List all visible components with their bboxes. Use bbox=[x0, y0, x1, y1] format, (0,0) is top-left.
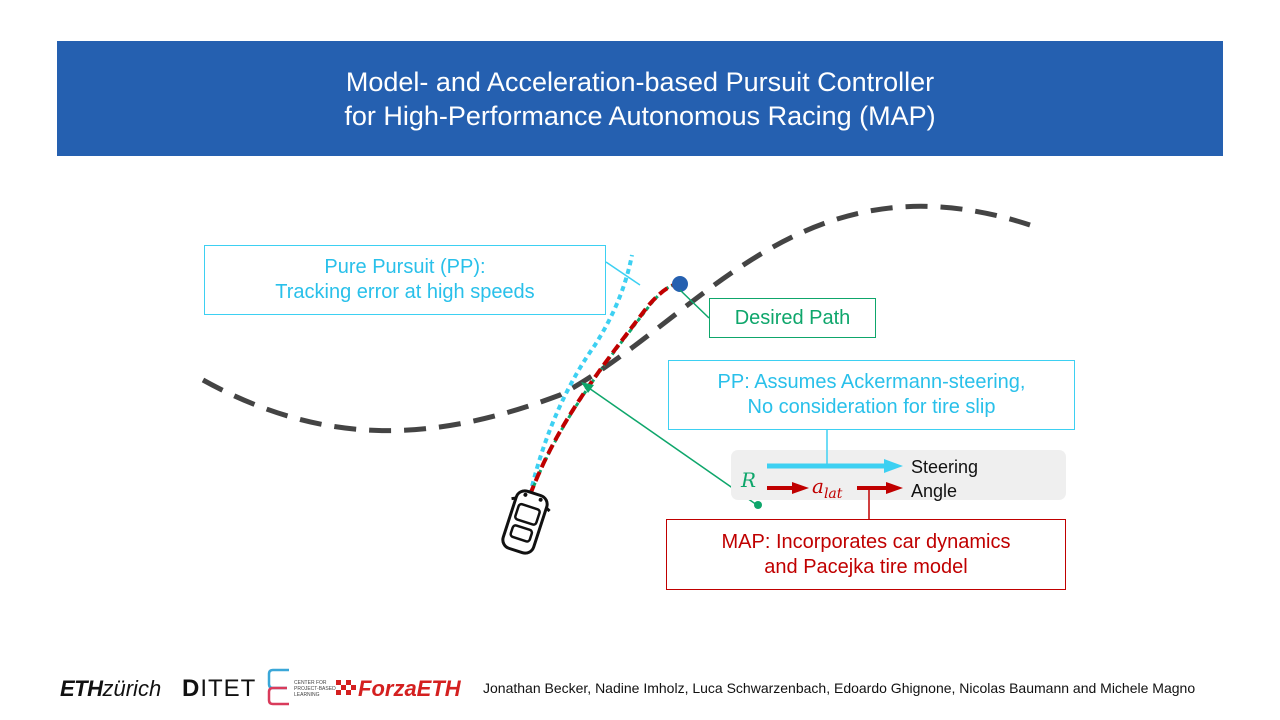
eth-logo-bold: ETH bbox=[60, 676, 103, 701]
ditet-logo-bold: D bbox=[182, 675, 201, 702]
track-boundary bbox=[201, 203, 1031, 434]
pbl-logo-text: CENTER FOR PROJECT-BASED LEARNING bbox=[294, 680, 354, 698]
pp-assumption-line-1: PP: Assumes Ackermann-steering, bbox=[717, 371, 1026, 393]
desired-path-label: Desired Path bbox=[734, 306, 851, 329]
title-line-1: Model- and Acceleration-based Pursuit Co… bbox=[345, 66, 935, 97]
flow-intermediate-subscript: lat bbox=[823, 486, 843, 502]
pp-assumption-callout: PP: Assumes Ackermann-steering, No consi… bbox=[668, 360, 1075, 430]
map-flow-arrow-2-head bbox=[886, 482, 903, 494]
pp-assumption-line-2: No consideration for tire slip bbox=[747, 396, 996, 418]
flow-intermediate-symbol: alat bbox=[812, 474, 842, 506]
radius-arrow-line bbox=[585, 385, 758, 506]
flow-intermediate-base: a bbox=[812, 474, 824, 498]
pp-callout-line-2: Tracking error at high speeds bbox=[275, 281, 535, 303]
ditet-logo: DITET bbox=[182, 675, 256, 703]
map-callout-line-1: MAP: Incorporates car dynamics bbox=[721, 530, 1011, 553]
title-line-2: for High-Performance Autonomous Racing (… bbox=[344, 100, 936, 131]
eth-logo-rest: zürich bbox=[102, 676, 162, 701]
desired-leader-line bbox=[679, 289, 710, 319]
pbl-logo-line-3: LEARNING bbox=[294, 692, 320, 698]
pbl-logo-icon bbox=[267, 668, 289, 706]
flow-input-symbol: R bbox=[741, 468, 757, 492]
eth-logo: ETHzürich bbox=[60, 676, 161, 702]
map-trajectory bbox=[528, 282, 679, 496]
radius-dot bbox=[754, 501, 762, 509]
map-flow-arrow-1-head bbox=[792, 482, 809, 494]
radius-arrow-head bbox=[581, 382, 594, 393]
title-banner: Model- and Acceleration-based Pursuit Co… bbox=[57, 41, 1223, 156]
author-list: Jonathan Becker, Nadine Imholz, Luca Sch… bbox=[483, 680, 1196, 696]
car-icon bbox=[501, 489, 551, 555]
pp-trajectory bbox=[528, 254, 634, 496]
steering-flow-panel bbox=[731, 450, 1066, 500]
flow-output-line-1: Steering bbox=[911, 457, 979, 477]
forzaeth-logo: ForzaETH bbox=[358, 676, 461, 701]
pp-callout: Pure Pursuit (PP): Tracking error at hig… bbox=[204, 245, 606, 315]
pbl-logo-line-1: CENTER FOR bbox=[294, 680, 327, 686]
pbl-logo-line-2: PROJECT-BASED bbox=[294, 686, 336, 692]
flow-output-line-2: Angle bbox=[911, 481, 958, 501]
ditet-logo-rest: ITET bbox=[200, 675, 257, 702]
lookahead-point bbox=[672, 276, 688, 292]
pp-flow-arrow-head bbox=[884, 459, 903, 473]
checkered-flag-icon bbox=[336, 680, 356, 695]
pp-callout-line-1: Pure Pursuit (PP): bbox=[324, 256, 486, 278]
pp-leader-line bbox=[605, 261, 641, 286]
map-callout: MAP: Incorporates car dynamics and Pacej… bbox=[666, 519, 1066, 590]
map-callout-line-2: and Pacejka tire model bbox=[764, 555, 968, 578]
desired-path-callout: Desired Path bbox=[709, 298, 876, 338]
